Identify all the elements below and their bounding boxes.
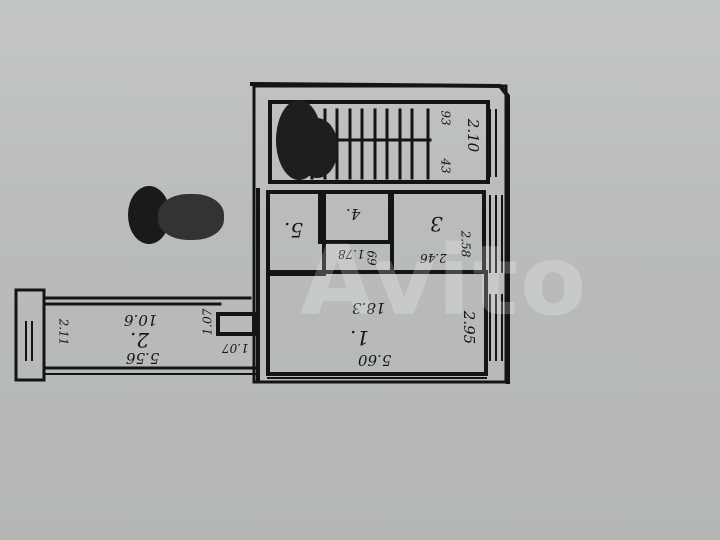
room-2-width: 5.56 [126,349,160,367]
door-dim-a: 1.07 [200,308,215,336]
stair-dim-c: 43 [438,158,453,174]
room-1-width: 5.60 [358,351,392,369]
watermark: Avito [300,225,589,337]
room-2-label: 2. [130,328,150,352]
room-2-area: 10.6 [124,311,158,329]
room-2-depth: 2.11 [56,318,71,346]
stair-dim-b: 93 [438,110,453,126]
room-4-label: 4. [346,205,361,223]
ink-blot [158,194,224,240]
ink-blot [296,118,338,178]
stair-dim-a: 2.10 [464,118,483,153]
door-dim-b: 1.07 [222,341,249,355]
